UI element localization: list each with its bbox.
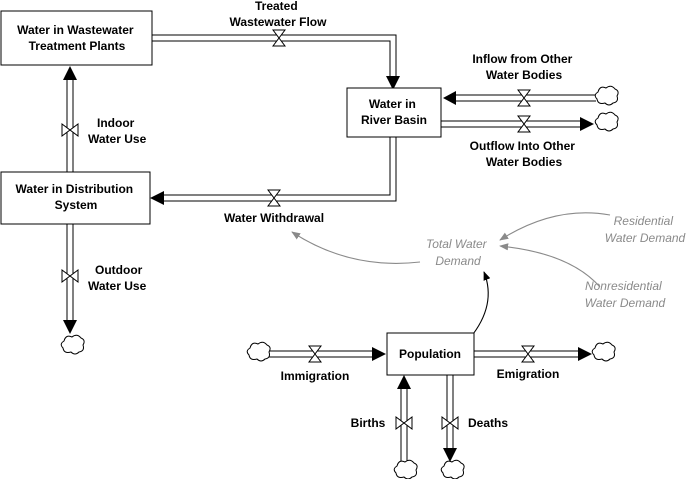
deaths-sink-cloud [440, 459, 465, 479]
population-stock [386, 332, 475, 376]
emigration-pipe [474, 347, 592, 361]
water-withdrawal-label: Water Withdrawal [224, 211, 324, 225]
emigration-label: Emigration [497, 367, 560, 381]
inflow-label: Inflow from Other Water Bodies [472, 52, 575, 82]
nonresidential-water-demand-label: Nonresidential Water Demand [585, 279, 666, 310]
river-basin-stock [346, 87, 442, 138]
outdoor-water-use-valve [61, 269, 79, 283]
total-water-demand-label: Total Water Demand [426, 237, 490, 268]
emigration-sink-cloud [591, 341, 616, 362]
indoor-water-use-pipe [63, 66, 77, 172]
immigration-label: Immigration [281, 369, 350, 383]
immigration-pipe [268, 347, 386, 361]
deaths-valve [441, 416, 459, 430]
immigration-source-cloud [246, 341, 271, 362]
water-withdrawal-pipe [150, 137, 397, 205]
distribution-system-stock [0, 171, 151, 225]
treated-wastewater-pipe [152, 34, 400, 90]
deaths-label: Deaths [468, 416, 508, 430]
outdoor-water-use-label: Outdoor Water Use [88, 263, 147, 293]
deaths-pipe [443, 375, 457, 462]
residential-water-demand-label: Residential Water Demand [605, 214, 686, 245]
births-valve [395, 416, 413, 430]
outflow-sink-cloud [594, 111, 619, 132]
indoor-water-use-label: Indoor Water Use [88, 116, 147, 146]
outflow-pipe [441, 117, 594, 131]
outflow-valve [517, 115, 531, 133]
total-demand-to-withdrawal-link [291, 231, 421, 264]
emigration-valve [521, 345, 535, 363]
indoor-water-use-valve [61, 123, 79, 137]
water-withdrawal-valve [267, 189, 281, 207]
inflow-source-cloud [594, 85, 619, 106]
births-source-cloud [393, 459, 418, 479]
outdoor-water-use-pipe [63, 224, 77, 334]
inflow-pipe [443, 91, 596, 105]
nonresidential-demand-link [499, 243, 601, 288]
treated-wastewater-label: Treated Wastewater Flow [230, 0, 328, 29]
inflow-valve [517, 89, 531, 107]
treated-wastewater-valve [272, 29, 286, 47]
distribution-system-label: Water in Distribution System [16, 182, 137, 212]
births-label: Births [351, 416, 386, 430]
wastewater-plant-label: Water in Wastewater Treatment Plants [17, 23, 137, 53]
wastewater-plant-stock [0, 10, 153, 66]
river-basin-label: Water in River Basin [361, 97, 427, 127]
outdoor-sink-cloud [60, 334, 85, 355]
population-label: Population [399, 347, 461, 361]
residential-demand-link [499, 212, 611, 241]
outflow-label: Outflow Into Other Water Bodies [470, 139, 579, 169]
immigration-valve [308, 345, 322, 363]
population-to-total-demand-link [469, 271, 491, 339]
